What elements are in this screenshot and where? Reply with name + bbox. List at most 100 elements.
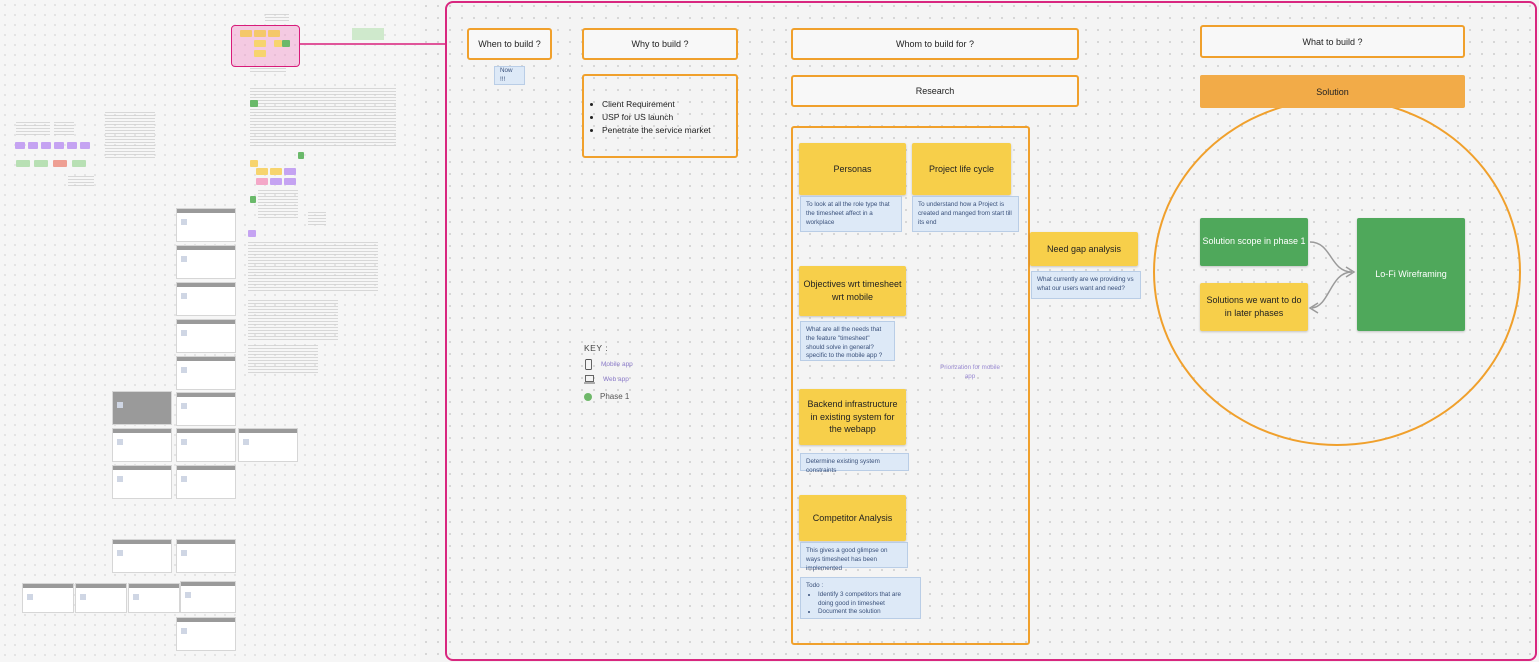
competitor-analysis-note[interactable]: This gives a good glimpse on ways timesh… [800, 542, 908, 572]
header-label: Why to build ? [631, 39, 689, 49]
overview-text [265, 14, 289, 22]
overview-chip [67, 142, 77, 149]
personas-note[interactable]: To look at all the role type that the ti… [800, 196, 902, 232]
viewport-indicator[interactable] [231, 25, 300, 67]
why-to-build-header[interactable]: Why to build ? [582, 28, 738, 60]
key-phase: Phase 1 [584, 392, 629, 401]
note-text: To understand how a Project is created a… [918, 201, 1012, 226]
screen-thumbnail[interactable] [177, 466, 235, 498]
screen-thumbnail[interactable] [177, 209, 235, 241]
solution-header[interactable]: Solution [1200, 75, 1465, 108]
card-label: Solution scope in phase 1 [1202, 236, 1306, 247]
sticky-label: Personas [833, 163, 872, 174]
screen-thumbnail[interactable] [177, 618, 235, 650]
why-reasons-list: Client Requirement USP for US launch Pen… [584, 98, 736, 138]
note-text: This gives a good glimpse on ways timesh… [806, 547, 888, 572]
overview-chip [15, 142, 25, 149]
screen-thumbnail[interactable] [113, 466, 171, 498]
screen-thumbnail[interactable] [129, 584, 179, 612]
screen-thumbnail[interactable] [177, 393, 235, 425]
canvas-overview[interactable] [0, 0, 420, 662]
solution-arrows [1308, 241, 1356, 314]
overview-chip [28, 142, 38, 149]
prioritization-label: Priorization for mobile app [940, 364, 1000, 381]
key-mobile-label: Mobile app [601, 361, 633, 368]
note-text: Now !!! [500, 66, 513, 83]
competitor-analysis-sticky[interactable]: Competitor Analysis [799, 495, 906, 541]
what-to-build-header[interactable]: What to build ? [1200, 25, 1465, 58]
overview-text [248, 300, 338, 340]
overview-text [308, 212, 326, 226]
note-text: Determine existing system constraints [806, 458, 880, 474]
overview-chip [256, 178, 268, 185]
main-frame[interactable] [445, 1, 1537, 661]
screen-thumbnail[interactable] [23, 584, 73, 612]
overview-text [258, 190, 298, 220]
lofi-wireframing-card[interactable]: Lo-Fi Wireframing [1357, 218, 1465, 331]
competitor-todo-note[interactable]: Todo : Identify 3 competitors that are d… [800, 577, 921, 619]
overview-note [352, 28, 384, 40]
backend-infrastructure-note[interactable]: Determine existing system constraints [800, 453, 909, 474]
overview-text [248, 345, 318, 375]
screen-thumbnail[interactable] [177, 283, 235, 315]
need-gap-analysis-sticky[interactable]: Need gap analysis [1030, 232, 1138, 266]
overview-chip [34, 160, 48, 167]
overview-text [54, 122, 74, 136]
laptop-icon [584, 375, 595, 384]
when-note[interactable]: Now !!! [494, 66, 525, 85]
screen-thumbnail[interactable] [113, 540, 171, 572]
key-title: KEY : [584, 343, 609, 353]
personas-sticky[interactable]: Personas [799, 143, 906, 195]
header-label: When to build ? [478, 39, 541, 49]
overview-text [248, 242, 378, 292]
screen-thumbnail[interactable] [177, 357, 235, 389]
why-reason-item: USP for US launch [602, 111, 736, 124]
project-lifecycle-sticky[interactable]: Project life cycle [912, 143, 1011, 195]
todo-item: Document the solution [818, 608, 915, 617]
overview-chip [284, 168, 296, 175]
research-header[interactable]: Research [791, 75, 1079, 107]
overview-chip [250, 100, 258, 107]
note-text: What are all the needs that the feature … [806, 326, 883, 360]
screen-thumbnail[interactable] [113, 429, 171, 461]
why-reasons-box[interactable]: Client Requirement USP for US launch Pen… [582, 74, 738, 158]
overview-chip [256, 168, 268, 175]
lofi-to-later-arrow [1311, 271, 1353, 309]
screen-thumbnail[interactable] [113, 392, 171, 424]
solution-scope-phase1[interactable]: Solution scope in phase 1 [1200, 218, 1308, 266]
need-gap-analysis-note[interactable]: What currently are we providing vs what … [1031, 271, 1141, 299]
key-web-label: Web app [603, 376, 629, 383]
when-to-build-header[interactable]: When to build ? [467, 28, 552, 60]
arrow-head-icon [1308, 302, 1319, 314]
note-text: To look at all the role type that the ti… [806, 201, 890, 226]
screen-thumbnail[interactable] [177, 320, 235, 352]
overview-text [68, 176, 94, 188]
phase-dot-icon [584, 392, 592, 401]
overview-chip [270, 168, 282, 175]
sticky-label: Competitor Analysis [812, 512, 893, 523]
research-container[interactable] [791, 126, 1030, 645]
overview-chip [54, 142, 64, 149]
later-phases-sticky[interactable]: Solutions we want to do in later phases [1200, 283, 1308, 331]
sticky-label: Need gap analysis [1046, 243, 1122, 254]
overview-text [250, 68, 286, 72]
key-mobile: Mobile app [584, 359, 633, 370]
mobile-icon [585, 359, 592, 370]
screen-thumbnail[interactable] [239, 429, 297, 461]
objectives-sticky[interactable]: Objectives wrt timesheet wrt mobile [799, 266, 906, 316]
project-lifecycle-note[interactable]: To understand how a Project is created a… [912, 196, 1019, 232]
whom-to-build-header[interactable]: Whom to build for ? [791, 28, 1079, 60]
overview-chip [72, 160, 86, 167]
frame-connector-line [300, 43, 446, 45]
screen-thumbnail[interactable] [181, 582, 235, 612]
overview-chip [248, 230, 256, 237]
todo-label: Todo : [806, 582, 824, 589]
overview-chip [250, 196, 256, 203]
screen-thumbnail[interactable] [177, 429, 235, 461]
screen-thumbnail[interactable] [177, 540, 235, 572]
backend-infrastructure-sticky[interactable]: Backend infrastructure in existing syste… [799, 389, 906, 445]
screen-thumbnail[interactable] [177, 246, 235, 278]
objectives-note[interactable]: What are all the needs that the feature … [800, 321, 895, 361]
screen-thumbnail[interactable] [76, 584, 126, 612]
solution-title: Solution [1316, 86, 1349, 97]
